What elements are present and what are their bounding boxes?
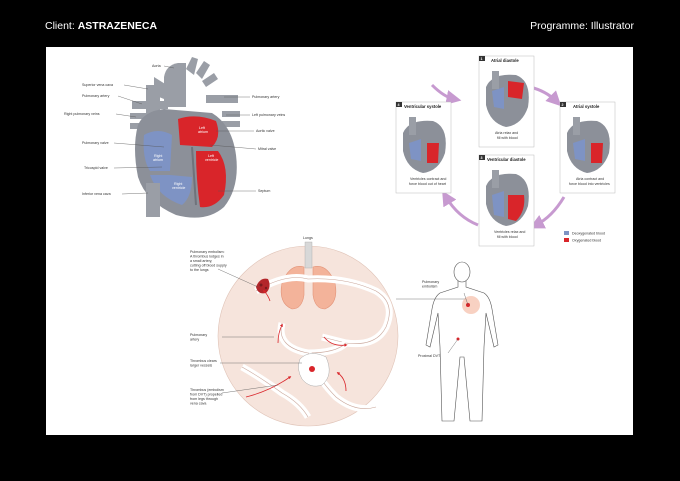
pulmonary-artery-label-1: Pulmonary — [190, 333, 207, 337]
right-atrium-label-2: atrium — [153, 158, 163, 162]
panel-2-caption-2: force blood into ventricles — [569, 182, 610, 186]
proximal-dvt-label: Proximal DVT — [418, 354, 441, 358]
panel-4-title: Ventricular systole — [404, 104, 442, 109]
body-outline — [425, 261, 499, 422]
panel-2-caption-1: Atria contract and — [576, 177, 604, 181]
pe-text-3: a small artery, — [190, 259, 212, 263]
panel-3-caption-1: Ventricles relax and — [494, 230, 525, 234]
client-header: Client: ASTRAZENECA — [45, 20, 157, 32]
left-atrium-label-1: Left — [199, 126, 205, 130]
pe-text-1: Pulmonary embolism: — [190, 250, 225, 254]
oxygenated-label: Oxygenated blood — [572, 239, 601, 243]
panel-4-caption-1: Ventricles contract and — [410, 177, 446, 181]
tricuspid-valve-label: Tricuspid valve — [84, 166, 108, 170]
embolism-leader-lines — [217, 268, 466, 394]
panel-3-number: 3 — [481, 156, 483, 160]
body-pe-label-1: Pulmonary — [422, 280, 439, 284]
thrombus-dvt-label-2: from DVT) propelled — [190, 393, 222, 397]
mitral-valve-label: Mitral valve — [258, 147, 276, 151]
panel-4-caption-2: force blood out of heart — [409, 182, 446, 186]
pulmonary-artery-left-label: Pulmonary artery — [82, 94, 110, 98]
pulmonary-artery-right-label: Pulmonary artery — [252, 95, 280, 99]
body-lung-highlight — [462, 296, 480, 314]
panel-2-number: 2 — [562, 103, 564, 107]
blood-legend: Deoxygenated blood Oxygenated blood — [564, 231, 605, 243]
panel-2-title: Atrial systole — [573, 104, 600, 109]
panel-1-number: 1 — [481, 57, 483, 61]
pulmonary-valve-label: Pulmonary valve — [82, 141, 109, 145]
left-ventricle-label-2: ventricle — [205, 158, 218, 162]
deoxygenated-label: Deoxygenated blood — [572, 232, 605, 236]
deoxygenated-swatch — [564, 231, 569, 235]
right-atrium-label-1: Right — [154, 154, 162, 158]
cycle-panel-1: 1 Atrial diastole Atria relax and fill w… — [478, 55, 535, 148]
programme-header: Programme: Illustrator — [530, 20, 634, 32]
thrombus-clears-label-2: larger vessels — [190, 364, 212, 368]
embolism-diagram: Lungs — [217, 236, 399, 427]
client-name: ASTRAZENECA — [77, 20, 158, 32]
cycle-panel-3: 3 Ventricular diastole Ventricles relax … — [478, 154, 535, 247]
client-prefix: Client: — [45, 20, 78, 32]
panel-3-caption-2: fill with blood — [497, 235, 518, 239]
inferior-vena-cava-label: Inferior vena cava — [82, 192, 111, 196]
aorta-label: Aorta — [152, 64, 161, 68]
panel-1-caption-1: Atria relax and — [495, 131, 518, 135]
cycle-panel-4: 4 Ventricular systole Ventricles contrac… — [395, 101, 452, 194]
pulmonary-artery-label-2: artery — [190, 338, 199, 342]
thrombus-dvt-label-4: vena cava — [190, 402, 206, 406]
left-pulmonary-veins-label: Left pulmonary veins — [252, 113, 285, 117]
illustration-board: Left atrium Left ventricle Right atrium … — [46, 47, 633, 435]
thrombus-dvt-label-3: from legs through — [190, 397, 218, 401]
heart-leader-lines — [113, 65, 257, 195]
thrombus-dvt-label-1: Thrombus (embolism — [190, 388, 224, 392]
medical-illustration: Left atrium Left ventricle Right atrium … — [64, 55, 616, 427]
panel-3-title: Ventricular diastole — [487, 157, 526, 162]
septum-label: Septum — [258, 189, 270, 193]
heart-cross-section: Left atrium Left ventricle Right atrium … — [130, 57, 240, 218]
oxygenated-swatch — [564, 238, 569, 242]
panel-1-title: Atrial diastole — [491, 58, 519, 63]
pe-text-4: cutting off blood supply — [190, 264, 227, 268]
right-ventricle-label-1: Right — [174, 182, 182, 186]
body-pe-label-2: embolism — [422, 285, 437, 289]
panel-4-number: 4 — [398, 103, 400, 107]
pe-text-5: to the lungs — [190, 268, 209, 272]
left-atrium-label-2: atrium — [198, 130, 208, 134]
left-ventricle-label-1: Left — [208, 154, 214, 158]
cardiac-cycle: 1 Atrial diastole Atria relax and fill w… — [395, 55, 616, 247]
pe-text-2: A thrombus lodges in — [190, 255, 224, 259]
cycle-panel-2: 2 Atrial systole Atria contract and forc… — [559, 101, 616, 194]
lungs-label: Lungs — [303, 236, 313, 240]
aortic-valve-label: Aortic valve — [256, 129, 275, 133]
panel-1-caption-2: fill with blood — [497, 136, 518, 140]
right-ventricle-label-2: ventricle — [172, 186, 185, 190]
superior-vena-cava-label: Superior vena cava — [82, 83, 113, 87]
right-pulmonary-veins-label: Right pulmonary veins — [64, 112, 100, 116]
thrombus-clears-label-1: Thrombus clears — [190, 359, 217, 363]
